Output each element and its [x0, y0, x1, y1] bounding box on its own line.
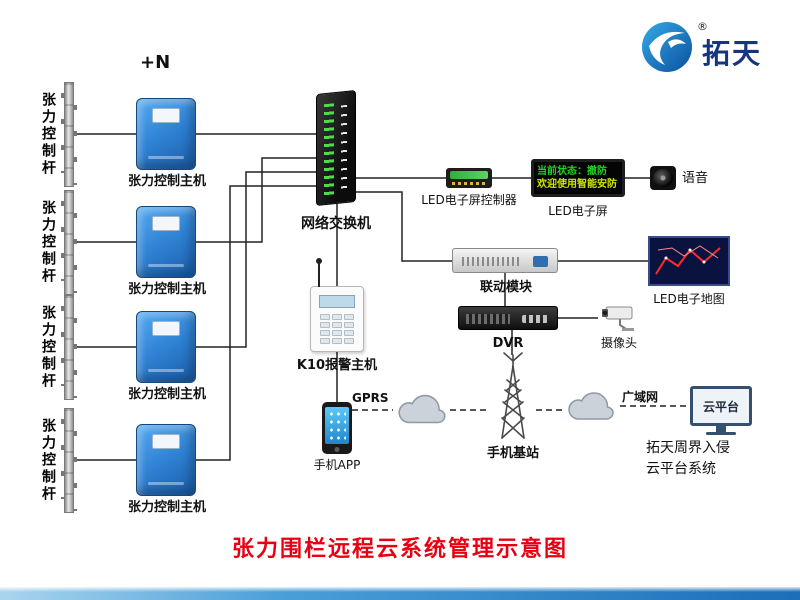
tension-pole-3: 张力控制杆 — [38, 295, 77, 400]
tension-pole-label: 张力控制杆 — [40, 418, 56, 503]
dashed-lines — [352, 405, 690, 411]
wan-label: 广域网 — [622, 390, 659, 404]
led-map-screen — [648, 236, 730, 286]
led-screen-label: LED电子屏 — [548, 204, 608, 218]
dvr-label: DVR — [492, 336, 524, 351]
tension-pole-2: 张力控制杆 — [38, 190, 77, 295]
cloud-icon-left — [393, 390, 451, 432]
phone-app-icon — [322, 402, 352, 454]
voice-label: 语音 — [682, 171, 709, 186]
tension-pole-label: 张力控制杆 — [40, 92, 56, 177]
k10-alarm-host — [310, 258, 364, 352]
cloud-platform-label: 云平台 — [702, 399, 739, 414]
k10-keypad — [320, 314, 354, 344]
led-screen-controller-label: LED电子屏控制器 — [421, 193, 517, 207]
led-screen: 当前状态：撤防 欢迎使用智能安防 — [531, 159, 625, 197]
led-screen-controller — [446, 168, 492, 188]
tension-host-label: 张力控制主机 — [127, 282, 206, 297]
tension-host-3 — [136, 311, 196, 383]
tension-pole-bar — [61, 82, 77, 187]
tension-host-label: 张力控制主机 — [127, 174, 206, 189]
linkage-module — [452, 248, 558, 273]
brand-logo: ® 拓天 — [640, 20, 790, 80]
tension-host-4 — [136, 424, 196, 496]
cloud-system-line1: 拓天周界入侵 — [646, 440, 730, 456]
linkage-module-label: 联动模块 — [479, 280, 532, 295]
antenna-icon — [316, 258, 322, 287]
tension-pole-4: 张力控制杆 — [38, 408, 77, 513]
cloud-platform-monitor: 云平台 — [690, 386, 752, 426]
led-map — [648, 236, 730, 290]
base-station-label: 手机基站 — [486, 446, 539, 461]
cloud-system-line2: 云平台系统 — [646, 461, 716, 477]
k10-alarm-host-label: K10报警主机 — [296, 358, 378, 373]
tension-host-1 — [136, 98, 196, 170]
camera-icon — [598, 302, 640, 336]
brand-name: 拓天 — [702, 37, 763, 70]
led-map-label: LED电子地图 — [653, 292, 725, 306]
tension-pole-bar — [61, 295, 77, 400]
k10-screen — [319, 295, 355, 308]
tension-pole-bar — [61, 408, 77, 513]
brand-logo-icon — [642, 22, 692, 72]
phone-app-label: 手机APP — [313, 458, 361, 472]
bottom-decoration-band — [0, 587, 800, 600]
plus-n-label: +N — [140, 52, 171, 73]
gprs-label: GPRS — [352, 391, 389, 405]
network-switch-label: 网络交换机 — [301, 216, 371, 232]
tension-pole-1: 张力控制杆 — [38, 82, 77, 187]
diagram-title: 张力围栏远程云系统管理示意图 — [231, 537, 568, 562]
led-screen-line1: 当前状态：撤防 — [537, 165, 607, 177]
led-screen-line2: 欢迎使用智能安防 — [537, 179, 617, 190]
tension-pole-label: 张力控制杆 — [40, 200, 56, 285]
registered-mark: ® — [697, 20, 708, 33]
cloud-icon-right — [562, 388, 620, 428]
tension-pole-label: 张力控制杆 — [40, 305, 56, 390]
tension-pole-bar — [61, 190, 77, 295]
network-switch — [316, 89, 356, 207]
camera-label: 摄像头 — [600, 336, 637, 350]
solid-lines — [68, 133, 650, 461]
tension-host-label: 张力控制主机 — [127, 387, 206, 402]
tension-host-2 — [136, 206, 196, 278]
phone-screen — [325, 407, 349, 444]
speaker-icon — [650, 166, 676, 190]
dvr-device — [458, 306, 558, 330]
tension-host-label: 张力控制主机 — [127, 500, 206, 515]
base-station-tower — [490, 352, 536, 444]
